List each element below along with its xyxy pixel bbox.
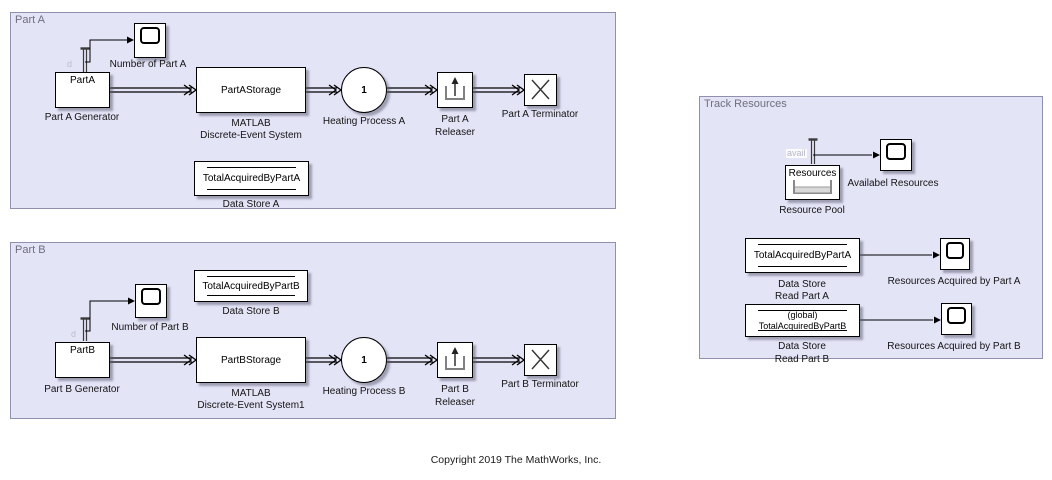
- block-scope-number-of-part-a[interactable]: [134, 23, 166, 58]
- block-data-store-b[interactable]: TotalAcquiredByPartB: [194, 270, 308, 302]
- scope-screen-icon: [946, 242, 964, 259]
- block-data-store-read-b-line1: (global): [787, 309, 818, 320]
- label-matlab-a: MATLAB: [231, 118, 271, 129]
- label-data-store-read-a-2: Read Part A: [775, 291, 829, 302]
- label-resources-acquired-a: Resources Acquired by Part A: [887, 276, 1021, 287]
- area-part-a-title: Part A: [15, 14, 45, 26]
- block-part-a-releaser[interactable]: [437, 72, 473, 108]
- terminator-x-icon: [531, 79, 550, 100]
- block-part-a-terminator[interactable]: [524, 74, 557, 106]
- block-data-store-read-b-line2: TotalAcquiredByPartB: [758, 320, 847, 331]
- label-number-of-part-b: Number of Part B: [111, 322, 189, 333]
- block-scope-available-resources[interactable]: [880, 139, 912, 171]
- copyright-annotation: Copyright 2019 The MathWorks, Inc.: [430, 454, 602, 466]
- label-data-store-a: Data Store A: [222, 199, 280, 210]
- block-scope-resources-acquired-b[interactable]: [941, 303, 972, 335]
- label-part-b-releaser-2: Releaser: [434, 397, 476, 408]
- scope-screen-icon: [947, 307, 966, 324]
- label-heating-process-b: Heating Process B: [322, 386, 406, 397]
- port-label-d-part-b: d: [71, 329, 77, 339]
- block-part-b-terminator[interactable]: [524, 344, 557, 376]
- label-part-a-releaser-2: Releaser: [434, 127, 476, 138]
- block-part-a-generator-name: PartA: [69, 75, 95, 86]
- block-part-b-releaser[interactable]: [437, 342, 473, 378]
- block-heating-process-b[interactable]: 1: [341, 337, 387, 383]
- block-part-a-storage-name: PartAStorage: [220, 84, 282, 96]
- block-resource-pool[interactable]: Resources: [785, 165, 840, 200]
- port-label-avail: avail: [786, 148, 807, 158]
- label-available-resources: Availabel Resources: [847, 178, 939, 189]
- label-part-b-terminator: Part B Terminator: [501, 379, 579, 390]
- block-part-b-storage[interactable]: PartBStorage: [196, 337, 306, 383]
- label-resource-pool: Resource Pool: [779, 205, 845, 216]
- block-data-store-a[interactable]: TotalAcquiredByPartA: [194, 161, 309, 196]
- block-heating-process-a-value: 1: [361, 84, 367, 96]
- block-heating-process-a[interactable]: 1: [341, 67, 387, 113]
- label-data-store-b: Data Store B: [222, 306, 280, 317]
- block-part-a-storage[interactable]: PartAStorage: [196, 67, 306, 113]
- block-data-store-a-name: TotalAcquiredByPartA: [202, 173, 301, 184]
- block-scope-number-of-part-b[interactable]: [135, 284, 167, 318]
- block-part-a-generator[interactable]: PartA: [55, 72, 110, 108]
- label-matlab-b: MATLAB: [231, 388, 271, 399]
- label-data-store-read-b-2: Read Part B: [774, 354, 830, 365]
- block-part-b-storage-name: PartBStorage: [220, 354, 282, 366]
- scope-screen-icon: [140, 27, 160, 44]
- scope-screen-icon: [141, 288, 161, 305]
- block-part-b-generator-name: PartB: [69, 345, 95, 356]
- label-data-store-read-a-1: Data Store: [778, 279, 826, 290]
- port-label-d-part-a: d: [67, 59, 73, 69]
- release-icon: [445, 77, 465, 100]
- block-data-store-read-a-name: TotalAcquiredByPartA: [753, 250, 852, 261]
- label-part-b-releaser-1: Part B: [441, 384, 469, 395]
- area-part-b-title: Part B: [15, 244, 46, 256]
- terminator-x-icon: [531, 349, 550, 370]
- block-data-store-read-part-a[interactable]: TotalAcquiredByPartA: [745, 238, 860, 273]
- label-discrete-event-system-a: Discrete-Event System: [200, 130, 302, 141]
- label-discrete-event-system-b: Discrete-Event System1: [197, 400, 305, 411]
- block-resource-pool-name: Resources: [788, 168, 837, 179]
- block-part-b-generator[interactable]: PartB: [55, 342, 110, 378]
- block-scope-resources-acquired-a[interactable]: [940, 238, 970, 270]
- block-data-store-read-part-b[interactable]: (global) TotalAcquiredByPartB: [745, 304, 860, 337]
- label-heating-process-a: Heating Process A: [322, 116, 406, 127]
- label-resources-acquired-b: Resources Acquired by Part B: [887, 341, 1021, 352]
- label-data-store-read-b-1: Data Store: [778, 341, 826, 352]
- resource-pool-icon: [793, 180, 832, 194]
- label-part-b-generator: Part B Generator: [44, 384, 120, 395]
- label-part-a-terminator: Part A Terminator: [501, 109, 579, 120]
- release-icon: [445, 347, 465, 370]
- label-part-a-generator: Part A Generator: [44, 112, 120, 123]
- label-number-of-part-a: Number of Part A: [109, 59, 187, 70]
- block-data-store-b-name: TotalAcquiredByPartB: [202, 280, 300, 292]
- area-track-resources-title: Track Resources: [704, 98, 787, 110]
- label-part-a-releaser-1: Part A: [441, 114, 469, 125]
- scope-screen-icon: [886, 143, 906, 160]
- block-heating-process-b-value: 1: [361, 354, 367, 366]
